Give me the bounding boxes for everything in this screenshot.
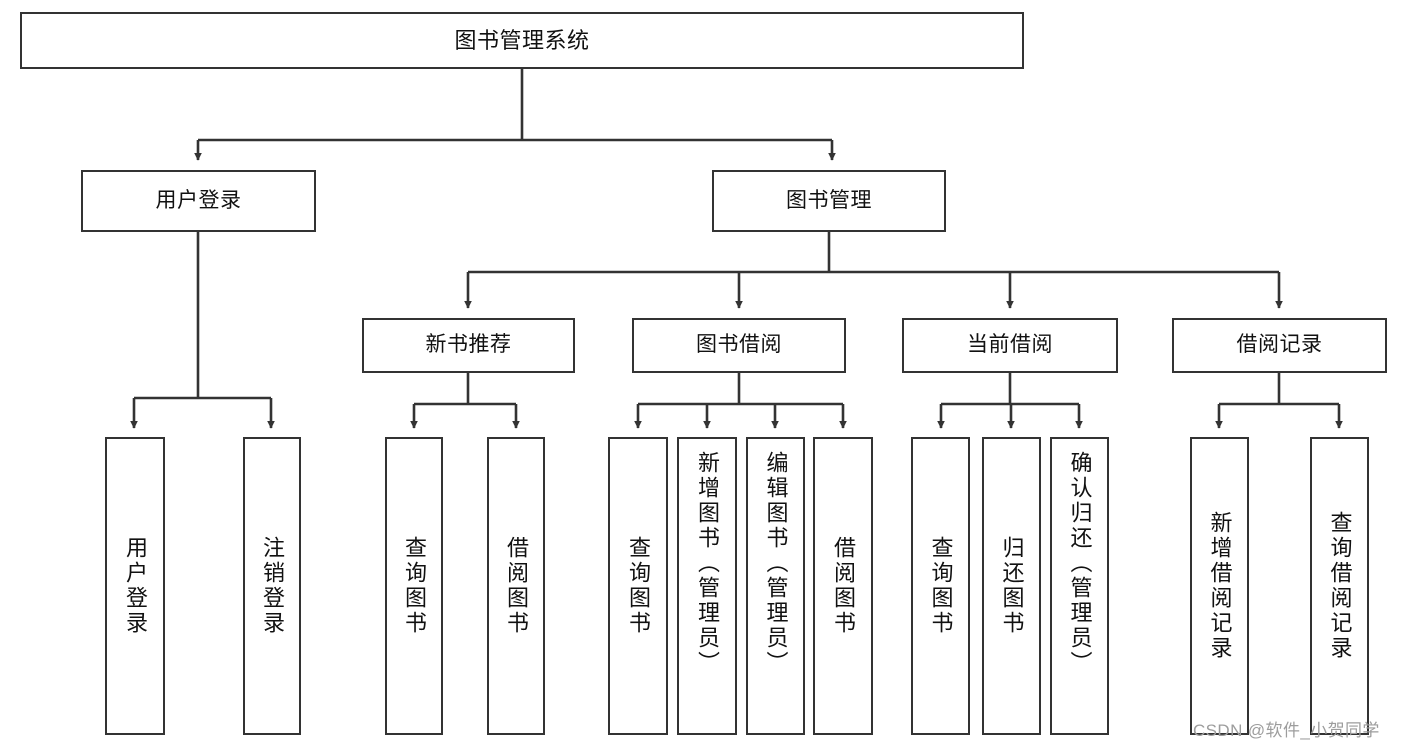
node-leaf-confirm-return-label: 确认归还（管理员） (1067, 451, 1093, 676)
node-book-manage[interactable]: 图书管理 (712, 170, 946, 232)
node-current-borrow-label: 当前借阅 (967, 333, 1053, 357)
node-leaf-borrow-book-rec-label: 借阅图书 (504, 536, 529, 636)
node-leaf-query-record-label: 查询借阅记录 (1327, 511, 1353, 661)
node-leaf-add-book[interactable]: 新增图书（管理员） (677, 437, 737, 735)
node-leaf-borrow-book-label: 借阅图书 (831, 536, 856, 636)
node-user-login[interactable]: 用户登录 (81, 170, 316, 232)
node-borrow-record-label: 借阅记录 (1236, 333, 1323, 357)
node-book-borrow-label: 图书借阅 (696, 333, 782, 357)
node-leaf-query-record[interactable]: 查询借阅记录 (1310, 437, 1369, 735)
node-new-book-rec-label: 新书推荐 (425, 333, 512, 357)
node-root[interactable]: 图书管理系统 (20, 12, 1024, 69)
node-leaf-confirm-return[interactable]: 确认归还（管理员） (1050, 437, 1109, 735)
node-leaf-borrow-book-rec[interactable]: 借阅图书 (487, 437, 545, 735)
node-leaf-edit-book[interactable]: 编辑图书（管理员） (746, 437, 805, 735)
node-leaf-query-book-rec[interactable]: 查询图书 (385, 437, 443, 735)
node-book-borrow[interactable]: 图书借阅 (632, 318, 846, 373)
node-leaf-add-record-label: 新增借阅记录 (1207, 511, 1233, 661)
node-leaf-query-book-borrow[interactable]: 查询图书 (608, 437, 668, 735)
node-leaf-query-book-cur-label: 查询图书 (928, 536, 954, 636)
node-leaf-query-book-cur[interactable]: 查询图书 (911, 437, 970, 735)
node-leaf-edit-book-label: 编辑图书（管理员） (763, 451, 789, 676)
node-leaf-user-logout-label: 注销登录 (260, 536, 285, 636)
node-leaf-return-book[interactable]: 归还图书 (982, 437, 1041, 735)
node-leaf-add-record[interactable]: 新增借阅记录 (1190, 437, 1249, 735)
csdn-watermark: CSDN @软件_小贺同学 (1193, 721, 1380, 740)
node-book-manage-label: 图书管理 (786, 188, 872, 212)
node-borrow-record[interactable]: 借阅记录 (1172, 318, 1387, 373)
node-current-borrow[interactable]: 当前借阅 (902, 318, 1118, 373)
node-leaf-query-book-borrow-label: 查询图书 (626, 536, 651, 636)
node-leaf-query-book-rec-label: 查询图书 (402, 536, 427, 636)
node-leaf-return-book-label: 归还图书 (999, 536, 1025, 636)
node-root-label: 图书管理系统 (454, 27, 590, 53)
node-new-book-rec[interactable]: 新书推荐 (362, 318, 575, 373)
node-leaf-user-login-label: 用户登录 (123, 536, 148, 636)
node-leaf-add-book-label: 新增图书（管理员） (695, 451, 720, 676)
node-leaf-user-login[interactable]: 用户登录 (105, 437, 165, 735)
node-leaf-user-logout[interactable]: 注销登录 (243, 437, 301, 735)
node-user-login-label: 用户登录 (155, 188, 242, 212)
node-leaf-borrow-book[interactable]: 借阅图书 (813, 437, 873, 735)
